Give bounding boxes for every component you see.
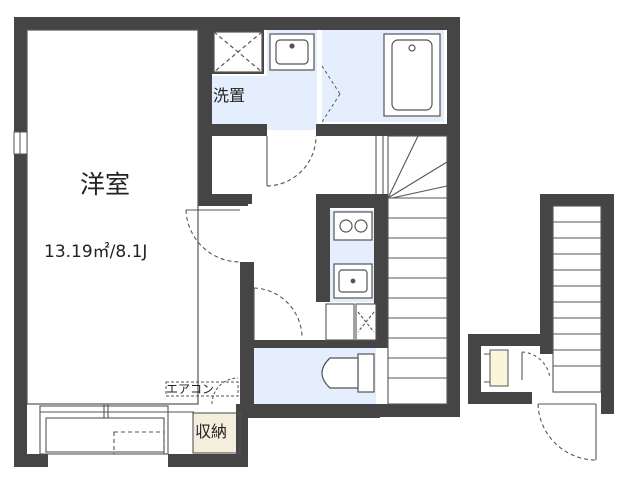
bathtub-icon (383, 33, 441, 117)
kitchen-sink-icon (333, 263, 373, 299)
loft-light-fixture (484, 349, 509, 387)
wash-basin-icon (269, 33, 315, 71)
loft-staircase (552, 205, 602, 393)
loft-doors (521, 351, 597, 461)
walls (14, 17, 614, 467)
fridge-space-icon (325, 303, 377, 341)
loft-light (490, 350, 508, 386)
storage-closet (193, 413, 240, 453)
aircon-label: エアコン (166, 382, 215, 396)
laundry-area (211, 76, 267, 124)
stove-icon (333, 211, 373, 241)
washer-pan-icon (213, 31, 263, 73)
closet-door (211, 377, 239, 405)
western-room-label: 洋室 (80, 170, 131, 199)
washroom-door (266, 135, 317, 187)
room-door (185, 209, 241, 263)
window-left (13, 131, 28, 155)
western-room-floor (27, 30, 198, 404)
western-room-area: 13.19㎡/8.1J (44, 242, 148, 262)
toilet-door (253, 287, 303, 340)
toilet-icon (321, 353, 375, 393)
balcony (39, 404, 194, 455)
storage-label: 収納 (195, 422, 228, 441)
laundry-label: 洗置 (213, 86, 246, 105)
aircon-outline (165, 381, 239, 397)
main-staircase (375, 135, 448, 405)
